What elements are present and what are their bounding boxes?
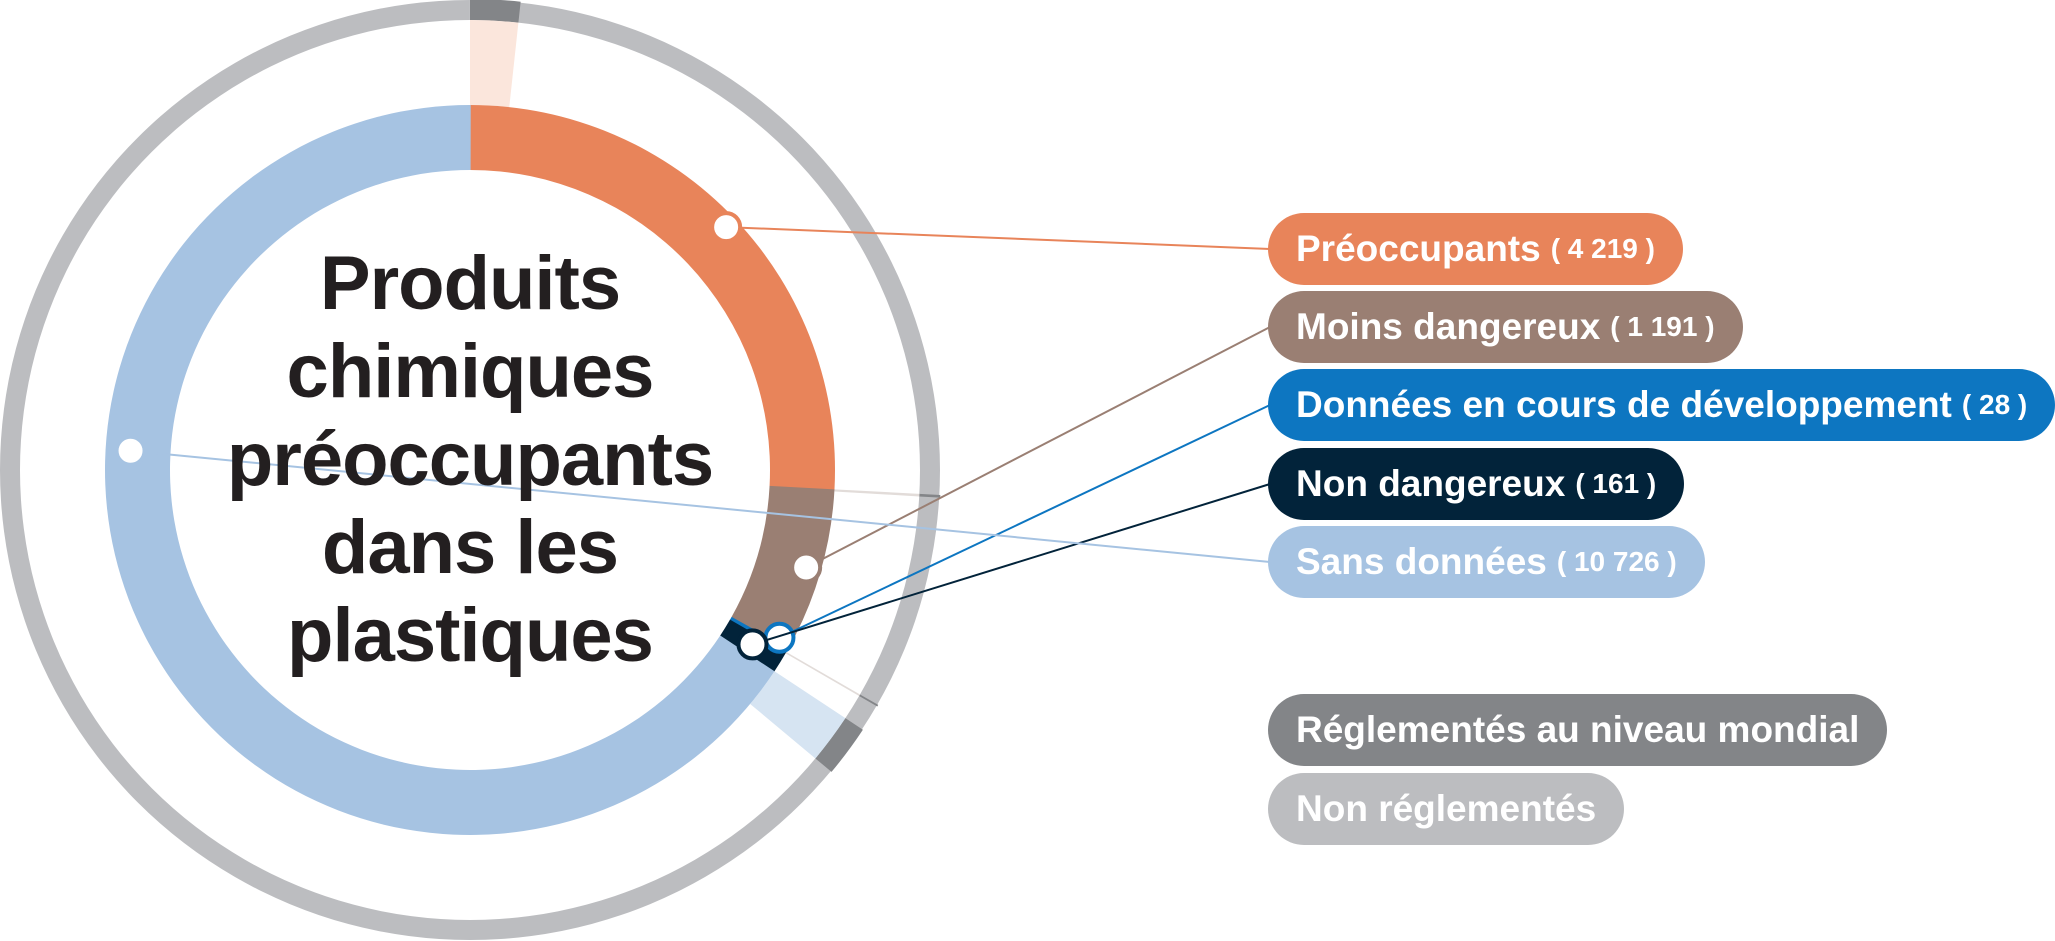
legend-count: ( 1 191 ) xyxy=(1610,311,1715,342)
legend-count: ( 28 ) xyxy=(1961,389,2028,420)
chart-title: Produits chimiques préoccupants dans les… xyxy=(200,240,740,680)
leader-line xyxy=(752,483,1271,646)
leader-line xyxy=(805,326,1271,569)
legend-item-preoccupants: Préoccupants ( 4 219 ) xyxy=(1268,213,1683,285)
legend-count: ( 161 ) xyxy=(1575,468,1657,499)
legend-item-donnees-en-cours: Données en cours de développement ( 28 ) xyxy=(1268,369,2055,441)
leader-line xyxy=(130,449,1271,563)
regulated-wedge-moins-dangereux xyxy=(834,489,920,497)
legend-count: ( 4 219 ) xyxy=(1550,233,1655,264)
legend-label: Réglementés au niveau mondial xyxy=(1296,709,1860,750)
chart-title-line: dans les xyxy=(321,505,619,590)
outer-regulated-preoccupants xyxy=(470,0,521,23)
chart-title-line: chimiques xyxy=(286,329,655,414)
leader-line xyxy=(726,226,1271,250)
leader-marker xyxy=(736,628,769,661)
legend-item-reglementes: Réglementés au niveau mondial xyxy=(1268,694,1888,766)
legend-label: Moins dangereux xyxy=(1296,306,1601,347)
regulated-wedge-sans-donnees xyxy=(750,671,846,759)
leader-marker xyxy=(790,551,823,584)
chart-title-line: plastiques xyxy=(287,593,654,678)
legend-item-non-dangereux: Non dangereux ( 161 ) xyxy=(1268,448,1685,520)
regulated-wedge-non-dangereux xyxy=(785,652,861,697)
legend-item-non-reglementes: Non réglementés xyxy=(1268,773,1625,845)
outer-regulated-sans-donnees xyxy=(815,718,863,772)
legend-item-sans-donnees: Sans données ( 10 726 ) xyxy=(1268,526,1705,598)
leader-marker xyxy=(710,211,743,244)
legend-label: Préoccupants xyxy=(1296,228,1541,269)
legend-label: Non dangereux xyxy=(1296,463,1566,504)
leader-line xyxy=(779,404,1271,639)
legend-label: Sans données xyxy=(1296,541,1547,582)
chart-title-line: Produits xyxy=(319,241,621,326)
legend-label: Données en cours de développement xyxy=(1296,384,1952,425)
outer-ring-regulation xyxy=(0,0,941,940)
chart-title-line: préoccupants xyxy=(226,417,714,502)
leader-marker xyxy=(763,621,796,654)
legend-count: ( 10 726 ) xyxy=(1556,546,1677,577)
donut-chart xyxy=(0,0,1271,940)
legend-item-moins-dangereux: Moins dangereux ( 1 191 ) xyxy=(1268,291,1743,363)
slice-moins-dangereux xyxy=(731,485,835,650)
leader-lines xyxy=(114,211,1271,661)
regulated-highlight-wedges xyxy=(470,20,920,759)
slice-preoccupants xyxy=(470,105,835,491)
outer-regulated-non-dangereux xyxy=(859,694,879,707)
outer-regulated-moins-dangereux xyxy=(919,493,941,498)
regulated-wedge-preoccupants xyxy=(470,20,519,108)
legend-label: Non réglementés xyxy=(1296,788,1597,829)
leader-marker xyxy=(114,434,147,467)
